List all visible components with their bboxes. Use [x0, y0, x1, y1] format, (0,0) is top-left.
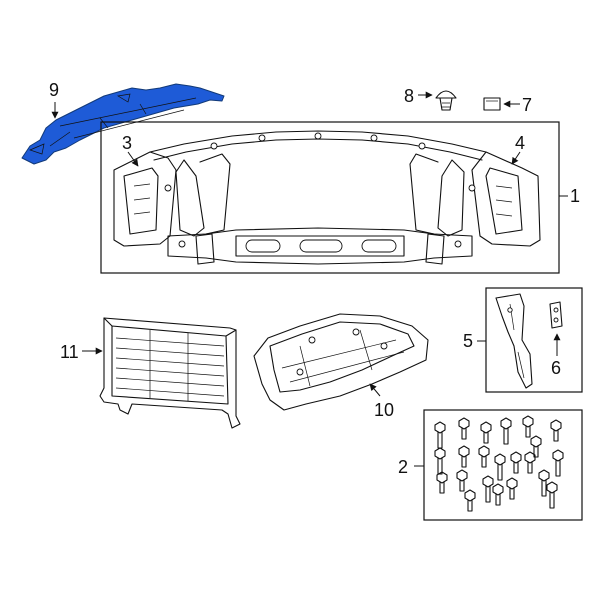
bolt — [458, 417, 470, 440]
bolt — [436, 471, 448, 494]
bolt — [522, 415, 534, 438]
part-1-radiator-support[interactable] — [113, 130, 541, 265]
callout-1: 1 — [570, 186, 580, 206]
leader-lines — [51, 91, 568, 467]
callout-11: 11 — [60, 342, 79, 362]
bolt — [538, 469, 550, 497]
bolt — [464, 489, 476, 512]
callout-7: 7 — [522, 95, 532, 115]
callout-10: 10 — [374, 400, 394, 420]
bolt — [552, 449, 564, 477]
callout-2: 2 — [398, 457, 408, 477]
bolt — [550, 419, 562, 442]
part-1-box — [100, 121, 560, 274]
part-2-box — [423, 409, 583, 521]
callout-8: 8 — [404, 86, 414, 106]
callout-9: 9 — [49, 80, 59, 100]
part-7-clip[interactable] — [483, 97, 501, 111]
callout-4: 4 — [515, 133, 525, 153]
bolt — [482, 475, 494, 503]
bolt — [458, 445, 470, 468]
part-5-bracket[interactable] — [495, 293, 533, 389]
bolt — [478, 445, 490, 468]
part-8-push-pin[interactable] — [435, 90, 457, 111]
bolt — [492, 483, 504, 506]
callout-3: 3 — [122, 133, 132, 153]
bolt — [480, 421, 492, 444]
part-9-air-deflector[interactable] — [21, 83, 225, 165]
bolt — [434, 447, 446, 475]
bolt — [510, 451, 522, 474]
part-5-6-box — [485, 287, 583, 393]
bolt — [530, 435, 542, 458]
callout-5: 5 — [463, 331, 473, 351]
part-11-grille-shutter[interactable] — [99, 317, 241, 429]
bolt — [494, 453, 506, 481]
bolt — [434, 421, 446, 449]
bolt — [500, 417, 512, 445]
callout-labels: 9 3 4 1 8 7 11 10 5 6 2 — [49, 80, 580, 477]
bolt — [546, 481, 558, 509]
bolt — [456, 469, 468, 492]
part-10-splash-shield[interactable] — [253, 313, 429, 411]
bolt — [506, 477, 518, 500]
callout-6: 6 — [551, 358, 561, 378]
part-6-bracket[interactable] — [549, 301, 563, 329]
bolt — [524, 451, 536, 474]
part-2-bolt-set[interactable] — [434, 415, 564, 512]
